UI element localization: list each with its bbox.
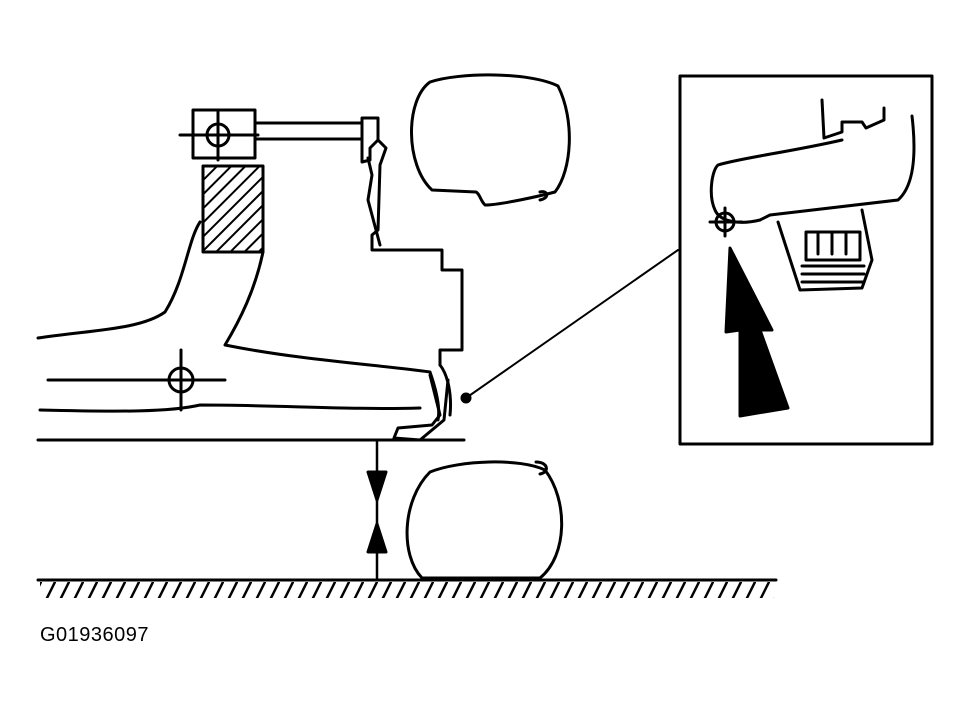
leader-line (465, 249, 679, 399)
figure-code: G01936097 (40, 624, 150, 646)
detail-inset (678, 74, 934, 446)
measurement-double-arrow-icon (366, 440, 388, 580)
upper-pivot-crosshair-icon (205, 122, 231, 148)
ground (36, 578, 778, 598)
lower-arm (36, 220, 202, 340)
bump-stop (201, 164, 265, 254)
knuckle (370, 138, 464, 367)
upper-tire (410, 73, 571, 207)
lift-point-up-arrow-icon (724, 246, 790, 418)
lower-tire (405, 460, 564, 580)
